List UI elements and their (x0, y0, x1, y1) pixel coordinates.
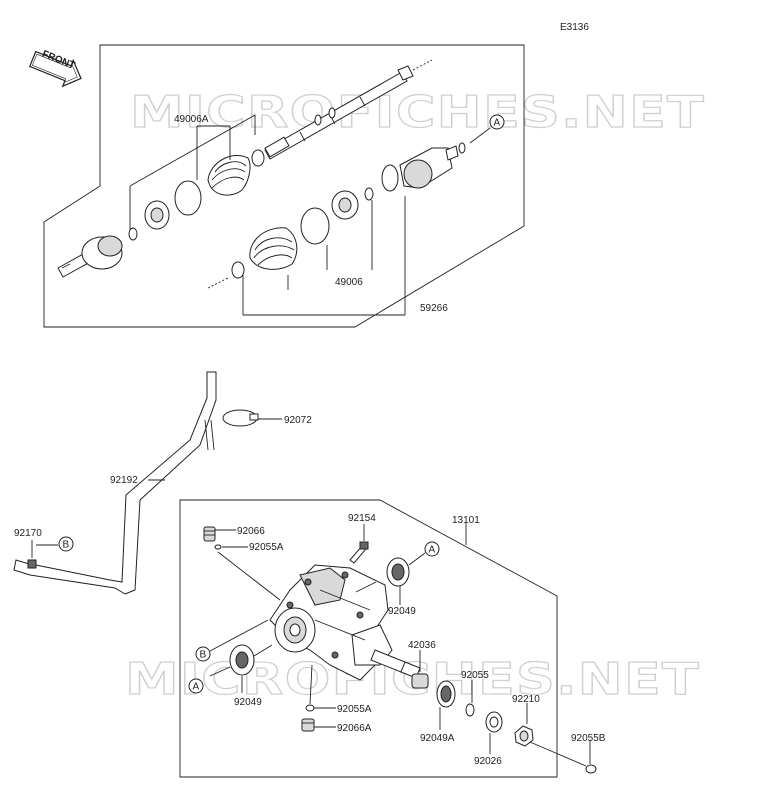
svg-text:B: B (63, 540, 70, 551)
svg-text:B: B (200, 650, 207, 661)
shaft-sleeve (264, 136, 290, 158)
label-59266: 59266 (420, 303, 448, 314)
drain-plug-bottom (301, 718, 315, 732)
o-ring-92055B (585, 764, 597, 774)
breather-hose (13, 371, 217, 595)
boot-outer (207, 155, 251, 196)
outer-cv-joint (57, 235, 123, 278)
label-92055: 92055 (461, 670, 489, 681)
label-49006A: 49006A (174, 114, 209, 125)
oil-seal-right (386, 557, 410, 587)
front-arrow-icon (28, 50, 82, 88)
label-92026: 92026 (474, 756, 502, 767)
driveshaft-frame (43, 44, 525, 328)
callout-A-bottom-right: A (424, 541, 440, 557)
nut-92210 (514, 725, 534, 747)
boot-band-small-left (251, 149, 265, 167)
coupling-42036 (411, 673, 429, 689)
label-92210: 92210 (512, 694, 540, 705)
oil-seal-left (229, 644, 255, 676)
svg-text:A: A (494, 118, 501, 129)
label-42036: 42036 (408, 640, 436, 651)
label-92170: 92170 (14, 528, 42, 539)
oil-seal-92049A (436, 680, 456, 708)
washer-92026 (485, 711, 503, 733)
bolt-92154 (349, 541, 369, 564)
axle-shaft (264, 65, 414, 160)
label-92154: 92154 (348, 513, 376, 524)
snap-ring-large (381, 164, 399, 192)
o-ring-92055 (465, 703, 475, 717)
svg-text:A: A (429, 545, 436, 556)
callout-B-left: B (58, 536, 74, 552)
clamp-lower-left (231, 261, 245, 279)
hose-fitting (27, 559, 37, 569)
boot-band-left (174, 180, 202, 216)
gearcase-frame (179, 499, 558, 778)
label-49006: 49006 (335, 277, 363, 288)
drain-plug-top (203, 526, 216, 542)
label-13101: 13101 (452, 515, 480, 526)
watermark-top: MICROFICHES.NET (130, 87, 705, 138)
inner-cv-housing (399, 145, 459, 189)
boot-band-right (300, 207, 330, 245)
label-92049A: 92049A (420, 733, 455, 744)
label-92072: 92072 (284, 415, 312, 426)
svg-text:A: A (193, 682, 200, 693)
label-92055B: 92055B (571, 733, 606, 744)
o-ring-top (214, 544, 222, 550)
label-92066-top: 92066 (237, 526, 265, 537)
hose-clamp (222, 409, 259, 427)
callout-A-top: A (489, 114, 505, 130)
inner-bearing-right (331, 190, 359, 220)
callout-A-bottom-left: A (188, 678, 204, 694)
circlip-right (364, 187, 374, 201)
inner-bearing-left (144, 200, 170, 230)
label-92192: 92192 (110, 475, 138, 486)
label-92066A: 92066A (337, 723, 372, 734)
circlip-left (128, 227, 138, 241)
label-92055A-bottom: 92055A (337, 704, 372, 715)
label-92055A-top: 92055A (249, 542, 284, 553)
o-ring-bottom (305, 704, 315, 712)
driveshaft-group-lines (129, 114, 256, 187)
boot-inner (249, 227, 298, 270)
circlip-end (458, 142, 466, 154)
label-92049-left: 92049 (234, 697, 262, 708)
label-92049-right: 92049 (388, 606, 416, 617)
callout-B-bottom: B (195, 646, 211, 662)
diagram-code: E3136 (560, 22, 589, 33)
